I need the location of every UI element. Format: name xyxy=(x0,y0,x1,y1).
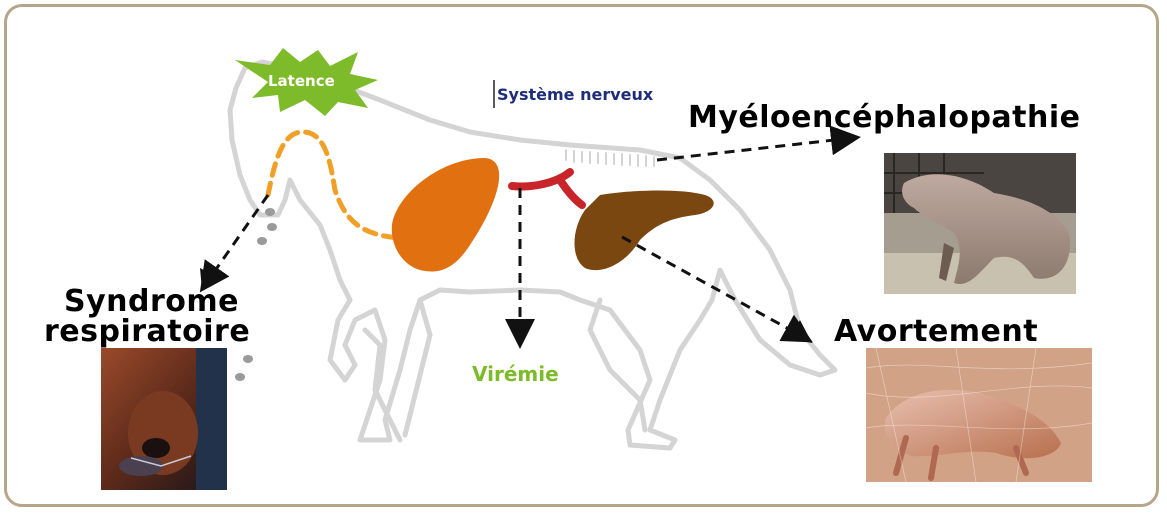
blood-vessel xyxy=(512,172,582,205)
photo-horse-nostril xyxy=(101,348,227,490)
photo-aborted-fetus xyxy=(866,348,1092,482)
latence-label: Latence xyxy=(268,72,335,90)
avortement-label: Avortement xyxy=(834,314,1038,349)
arrow-to-myelo xyxy=(657,138,852,160)
droplets xyxy=(235,208,277,381)
systeme-nerveux-label: Système nerveux xyxy=(497,85,653,104)
lung-organ xyxy=(392,158,499,272)
photo-myeloencephalopathy-horse xyxy=(884,153,1076,294)
myeloencephalopathie-label: Myéloencéphalopathie xyxy=(688,100,1081,135)
arrows xyxy=(205,138,852,340)
syndrome-label-line2: respiratoire xyxy=(44,314,250,349)
arrow-to-avortement xyxy=(622,237,805,338)
spleen-organ xyxy=(574,190,713,270)
arrowhead-viremie xyxy=(510,328,530,348)
viremie-label: Virémie xyxy=(472,362,559,386)
